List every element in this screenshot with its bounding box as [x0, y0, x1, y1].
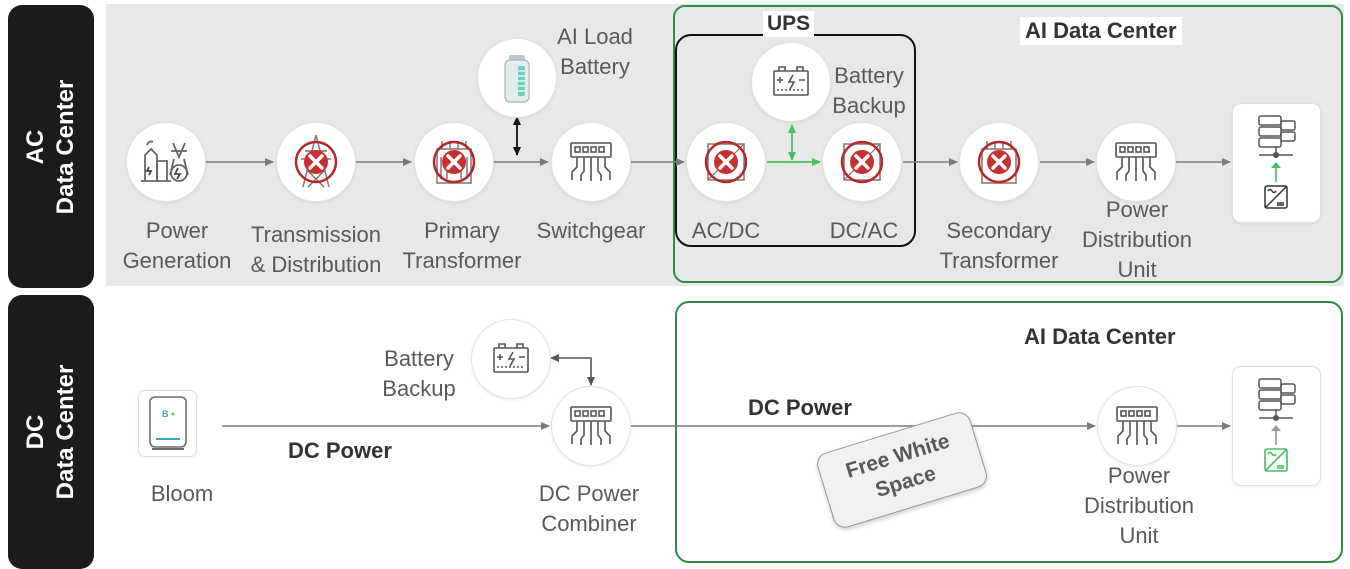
dc-ac-node [823, 123, 901, 201]
power-plant-icon [141, 140, 189, 182]
dc-power-combiner-node [552, 387, 630, 465]
ac-dc-label: AC/DC [691, 218, 761, 243]
bloom-fuel-cell-icon: B [149, 396, 187, 450]
dc-power-label-bloom: DC Power [288, 438, 392, 463]
x-circle-icon [850, 150, 874, 174]
dc-ai-data-center-title: AI Data Center [1024, 324, 1176, 349]
server-rack-icon [1258, 115, 1296, 209]
ac-pdu-node [1097, 123, 1175, 201]
dc-battery-backup-node [472, 320, 550, 398]
ai-load-battery-node [478, 39, 556, 117]
ac-ai-data-center-box [673, 5, 1343, 283]
dc-ac-label: DC/AC [829, 218, 899, 243]
secondary-transformer-node [960, 123, 1038, 201]
x-circle-icon [304, 150, 328, 174]
switchgear-icon [570, 142, 612, 181]
x-circle-icon [987, 150, 1011, 174]
bloom-logo-text: B [162, 409, 169, 419]
transformer-icon [977, 140, 1021, 184]
battery-cylinder-icon [504, 55, 530, 103]
switchgear-icon [1115, 142, 1157, 181]
converter-icon [704, 140, 748, 184]
transmission-tower-icon [294, 134, 338, 188]
dc-power-label-combiner: DC Power [748, 395, 852, 420]
switchgear-label: Switchgear [536, 218, 646, 243]
switchgear-icon [1116, 406, 1158, 445]
inverter-icon [840, 140, 884, 184]
power-generation-node [127, 123, 205, 201]
bloom-unit-card: B [139, 391, 196, 456]
battery-icon [773, 66, 809, 96]
ups-battery-backup-node [752, 43, 830, 121]
transmission-node [277, 123, 355, 201]
converter-box-icon [1264, 448, 1288, 472]
dc-ai-data-center-box [675, 301, 1343, 563]
x-circle-icon [714, 150, 738, 174]
dc-pdu-node [1098, 387, 1176, 465]
arrow-battery-combiner [550, 354, 595, 386]
ac-dc-node [687, 123, 765, 201]
ac-ai-data-center-title: AI Data Center [1020, 17, 1182, 45]
primary-transformer-node [415, 123, 493, 201]
transformer-icon [432, 140, 476, 184]
ac-server-rack-card [1233, 104, 1320, 222]
switchgear-icon [570, 406, 612, 445]
dc-server-rack-card [1233, 367, 1320, 485]
switchgear-node [552, 123, 630, 201]
x-circle-icon [442, 150, 466, 174]
battery-icon [493, 343, 529, 373]
inverter-box-icon [1264, 185, 1288, 209]
ups-title: UPS [763, 11, 815, 37]
bloom-label: Bloom [150, 481, 214, 506]
transmission-label: Transmission& Distribution [250, 222, 382, 277]
server-rack-icon [1258, 378, 1296, 472]
